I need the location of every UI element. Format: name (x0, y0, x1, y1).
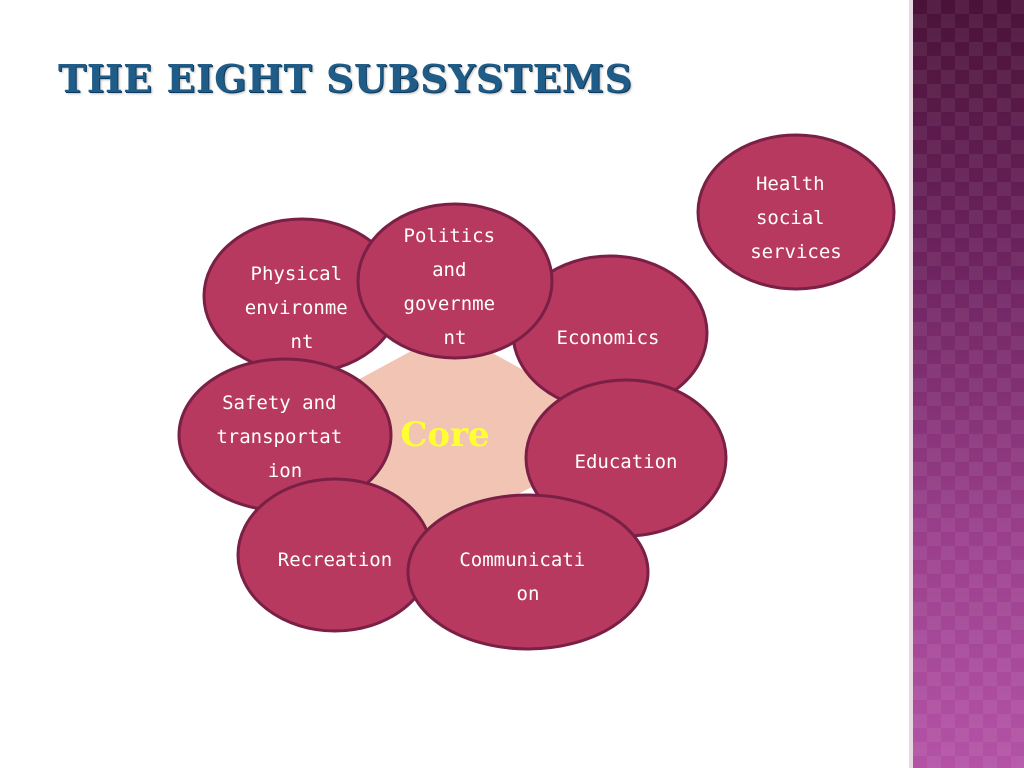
subsystem-label: and (432, 259, 466, 281)
subsystem-communication: Communicati on (406, 493, 650, 651)
subsystem-label: Communicati (459, 549, 585, 571)
slide-title: THE EIGHT SUBSYSTEMS (58, 56, 633, 101)
sidebar-edge (909, 0, 913, 768)
subsystem-label: Politics (404, 225, 496, 247)
svg-text:Health social: Health social services (750, 173, 842, 263)
svg-text:Communicati on: Communicati on (459, 549, 596, 605)
subsystem-label: environme (245, 297, 348, 319)
subsystem-label: on (517, 583, 540, 605)
subsystem-label: Health (756, 173, 825, 195)
subsystem-label: Recreation (278, 549, 392, 571)
subsystem-label: social (756, 207, 825, 229)
svg-text:Politics and g: Politics and governme nt (404, 225, 507, 349)
subsystem-label: nt (444, 327, 467, 349)
subsystem-label: nt (291, 331, 314, 353)
core-shape (330, 330, 560, 535)
subsystem-label: governme (404, 293, 496, 315)
subsystem-recreation: Recreation (236, 477, 434, 633)
subsystem-label: Economics (557, 327, 660, 349)
svg-text:Safety and transportat: Safety and transportat ion (216, 392, 353, 482)
subsystem-health-social-services: Health social services (696, 133, 896, 291)
core-label: Core (400, 415, 489, 455)
subsystem-label: services (750, 241, 842, 263)
subsystem-politics-and-government: Politics and governme nt (356, 202, 554, 360)
subsystem-label: ion (268, 460, 302, 482)
svg-text:Physical environme: Physical environme nt (245, 263, 359, 353)
subsystem-label: transportat (216, 426, 342, 448)
subsystem-label: Safety and (222, 392, 336, 414)
subsystem-safety-and-transportation: Safety and transportat ion (177, 357, 393, 513)
subsystem-label: Physical (251, 263, 343, 285)
subsystem-label: Education (575, 451, 678, 473)
decorative-side-band (913, 0, 1024, 768)
